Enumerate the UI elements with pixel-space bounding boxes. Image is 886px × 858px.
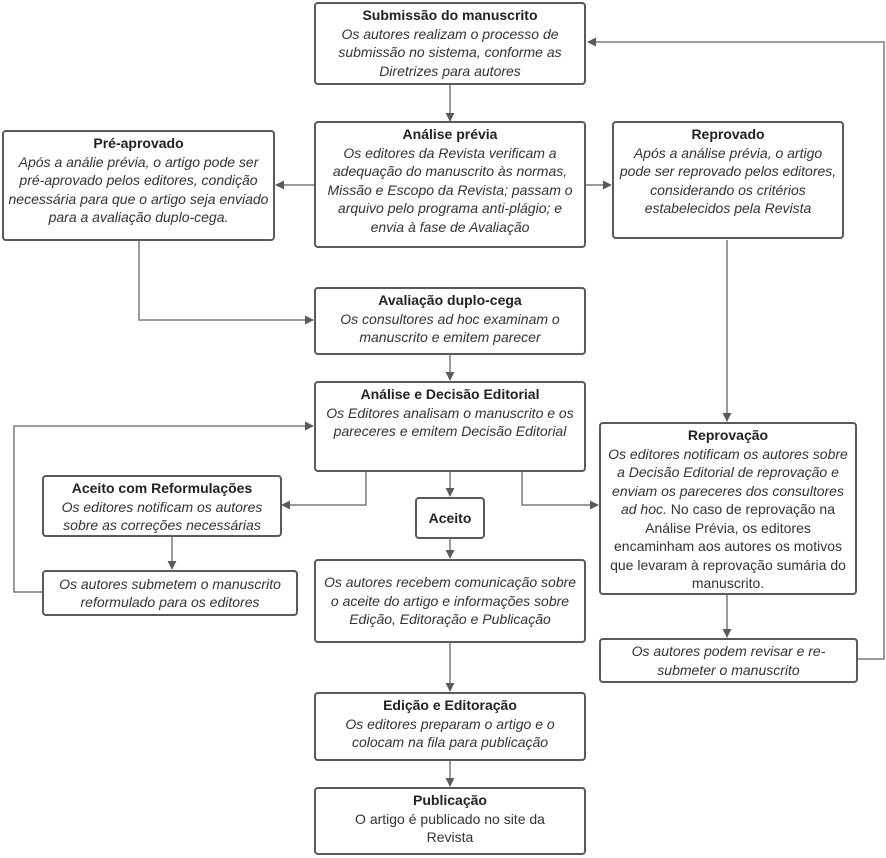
reprovacao-box: Reprovação Os editores notificam os auto… [599,422,857,595]
submissao-box: Submissão do manuscrito Os autores reali… [314,2,586,85]
reprovacao-text-plain: No caso de reprovação na Análise Prévia,… [610,501,846,591]
revisar-box: Os autores podem revisar e re-submeter o… [599,638,858,683]
comunicacao-text: Os autores recebem comunicação sobre o a… [323,574,577,628]
avaliacao-title: Avaliação duplo-cega [378,292,522,308]
reprovacao-text: Os editores notificam os autores sobre a… [605,445,851,593]
publicacao-box: Publicação O artigo é publicado no site … [314,787,586,855]
reprovado-title: Reprovado [691,126,765,142]
edicao-box: Edição e Editoração Os editores preparam… [314,692,586,761]
resubmeter-reformulado-text: Os autores submetem o manuscrito reformu… [59,575,281,611]
edicao-title: Edição e Editoração [383,697,517,713]
edicao-text: Os editores preparam o artigo e o coloca… [345,715,555,751]
submissao-text: Os autores realizam o processo de submis… [338,25,562,79]
analise-previa-box: Análise prévia Os editores da Revista ve… [314,121,586,248]
reformulacoes-text: Os editores notificam os autores sobre a… [61,498,263,534]
arrow-decisao-to-reprovacao [521,472,599,510]
aceito-box: Aceito [415,497,485,539]
reformulacoes-title: Aceito com Reformulações [71,480,253,496]
publicacao-text: O artigo é publicado no site da Revista [355,810,545,846]
reformulacoes-box: Aceito com Reformulações Os editores not… [42,475,282,537]
analise-previa-title: Análise prévia [402,126,498,142]
decisao-box: Análise e Decisão Editorial Os Editores … [314,381,586,472]
pre-aprovado-title: Pré-aprovado [93,135,184,151]
submissao-title: Submissão do manuscrito [362,7,538,23]
reprovacao-text-italic: Os editores notificam os autores sobre a… [608,445,848,518]
avaliacao-box: Avaliação duplo-cega Os consultores ad h… [314,287,586,355]
reprovado-text: Após a análise prévia, o artigo pode ser… [619,144,837,217]
decisao-text: Os Editores analisam o manuscrito e os p… [326,404,574,440]
decisao-title: Análise e Decisão Editorial [360,386,540,402]
publicacao-title: Publicação [413,792,487,808]
pre-aprovado-text: Após a análie prévia, o artigo pode ser … [8,153,269,226]
arrow-pre-aprovado-to-avaliacao [138,241,314,325]
analise-previa-text: Os editores da Revista verificam a adequ… [327,144,573,235]
revisar-text: Os autores podem revisar e re-submeter o… [631,643,826,678]
arrow-resubmeter-to-decisao [13,421,314,593]
pre-aprovado-box: Pré-aprovado Após a análie prévia, o art… [2,130,275,241]
avaliacao-text: Os consultores ad hoc examinam o manuscr… [340,310,560,346]
arrow-decisao-to-reformulacoes [281,472,367,510]
arrow-revisar-to-submissao [587,37,885,660]
aceito-title: Aceito [428,509,472,526]
resubmeter-reformulado-box: Os autores submetem o manuscrito reformu… [42,570,298,616]
reprovacao-title: Reprovação [687,427,769,443]
comunicacao-box: Os autores recebem comunicação sobre o a… [314,559,586,643]
reprovado-box: Reprovado Após a análise prévia, o artig… [612,121,844,239]
